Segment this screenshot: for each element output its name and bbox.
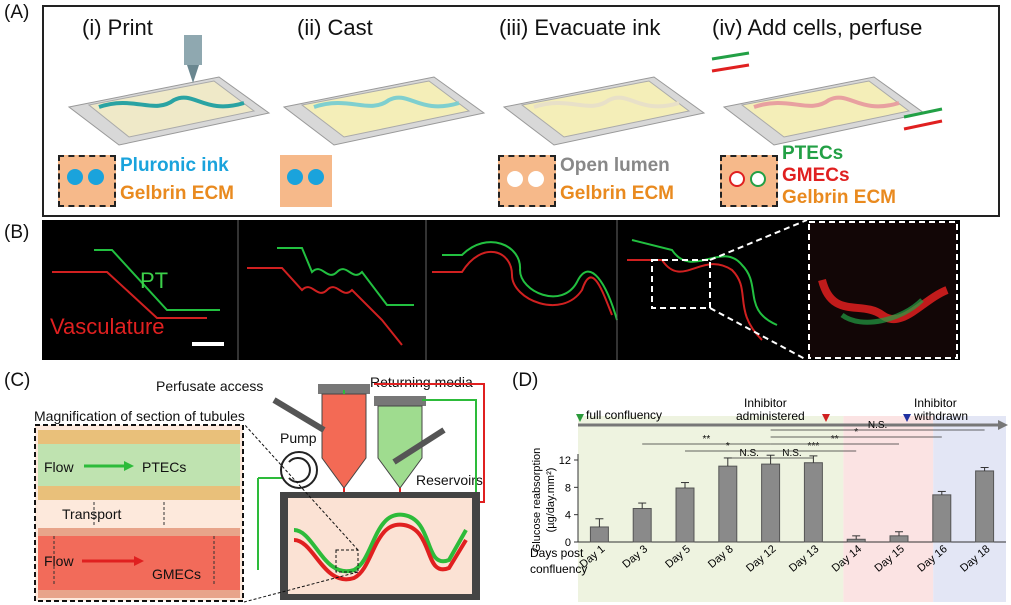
significance-label: * (854, 427, 858, 438)
micrograph-2 (247, 247, 414, 346)
device-cast (282, 76, 486, 146)
micrograph-zoom (808, 221, 958, 359)
micrograph-1 (52, 249, 224, 346)
tubule-magnification (34, 424, 244, 602)
legend-cells-box (720, 155, 778, 207)
bar (975, 470, 995, 543)
bar (932, 494, 952, 543)
ptec-dot (750, 171, 766, 187)
reservoirs-label: Reservoirs (416, 472, 483, 488)
significance-label: *** (808, 441, 820, 452)
pluronic-dot (308, 169, 324, 185)
panel-a-label: (A) (4, 2, 30, 23)
bar (675, 487, 695, 543)
device-illustrations (67, 35, 943, 146)
flow-top-label: Flow (44, 459, 74, 475)
bar (761, 463, 781, 543)
confluency-marker (576, 414, 584, 422)
bar (632, 508, 652, 543)
legend-gelbrin-ecm-2: Gelbrin ECM (560, 183, 675, 204)
glucose-reabsorption-chart: 0 4 8 12 Glucose reabsorption(µg/day.mm²) Day… (531, 414, 1008, 602)
step-perfuse-title: (iv) Add cells, perfuse (712, 15, 923, 40)
lumen-dot (507, 171, 523, 187)
panel-b-label: (B) (4, 222, 30, 243)
pluronic-dot (88, 169, 104, 185)
inhibitor-administered-label-1: Inhibitor (744, 396, 787, 410)
device-perfuse (711, 51, 943, 146)
band-confluency (578, 416, 844, 602)
y-tick-label: 4 (565, 510, 571, 522)
significance-label: ** (831, 434, 839, 445)
panel-d-label: (D) (512, 370, 539, 391)
days-post-label-2: confluency (530, 562, 588, 576)
bar (718, 465, 738, 543)
full-confluency-label: full confluency (586, 408, 663, 422)
legend-pluronic-box (58, 155, 116, 207)
legend-ptecs: PTECs (782, 143, 844, 164)
pluronic-dot (287, 169, 303, 185)
ptecs-label: PTECs (142, 459, 187, 475)
legend-lumen-box (498, 155, 556, 207)
significance-label: N.S. (782, 448, 801, 459)
pt-label: PT (140, 268, 169, 293)
vasculature-label: Vasculature (50, 314, 165, 339)
legend-cast-box (280, 155, 332, 207)
micrograph-3 (432, 241, 618, 321)
panel-b-micrographs: PT Vasculature (42, 220, 960, 360)
withdrawn-marker (903, 414, 911, 422)
pump-label: Pump (280, 430, 317, 446)
pluronic-dot (67, 169, 83, 185)
magnification-label: Magnification of section of tubules (34, 408, 245, 424)
gmec-dot (729, 171, 745, 187)
timeline-arrowhead (998, 420, 1008, 430)
bar (889, 535, 909, 543)
legend-gmecs: GMECs (782, 165, 850, 186)
panel-d-chart: 0 4 8 12 Glucose reabsorption(µg/day.mm²) Day… (520, 390, 1010, 604)
inhibitor-withdrawn-label-1: Inhibitor (914, 396, 957, 410)
panel-c-label: (C) (4, 370, 31, 391)
days-post-label-1: Days post (530, 546, 584, 560)
inhibitor-marker (822, 414, 830, 422)
step-print-title: (i) Print (82, 15, 153, 40)
transport-label: Transport (62, 506, 122, 522)
legend-pluronic-ink: Pluronic ink (120, 155, 229, 176)
y-tick-label: 0 (565, 537, 571, 549)
fluorescence-images (52, 220, 958, 360)
significance-label: ** (703, 434, 711, 445)
legend-gelbrin-ecm-3: Gelbrin ECM (782, 187, 897, 208)
legend-gelbrin-ecm-1: Gelbrin ECM (120, 183, 235, 204)
significance-label: N.S. (868, 420, 887, 431)
inhibitor-withdrawn-label-2: withdrawn (914, 409, 969, 423)
returning-media-label: Returning media (370, 374, 473, 390)
band-inhibitor (843, 416, 934, 602)
significance-label: * (726, 441, 730, 452)
bar (803, 462, 823, 543)
perfusion-circuit (244, 383, 485, 603)
lumen-dot (528, 171, 544, 187)
gmecs-label: GMECs (152, 566, 201, 582)
y-tick-label: 8 (565, 482, 571, 494)
flow-bottom-label: Flow (44, 553, 74, 569)
step-cast-title: (ii) Cast (297, 15, 373, 40)
bar (589, 526, 609, 543)
micrograph-4 (627, 220, 808, 360)
y-tick-label: 12 (559, 455, 571, 467)
y-axis-unit: (µg/day.mm²) (545, 468, 557, 533)
step-evacuate-title: (iii) Evacuate ink (499, 15, 661, 40)
legend-open-lumen: Open lumen (560, 155, 670, 176)
inhibitor-administered-label-2: administered (736, 409, 805, 423)
perfusate-access-label: Perfusate access (156, 378, 264, 394)
significance-label: N.S. (739, 448, 758, 459)
device-evacuate (502, 76, 706, 146)
bar (846, 538, 866, 543)
panel-a: (i) Print (ii) Cast (iii) Evacuate ink (… (42, 5, 1000, 217)
y-axis-label: Glucose reabsorption (531, 448, 543, 553)
device-print (67, 35, 271, 146)
